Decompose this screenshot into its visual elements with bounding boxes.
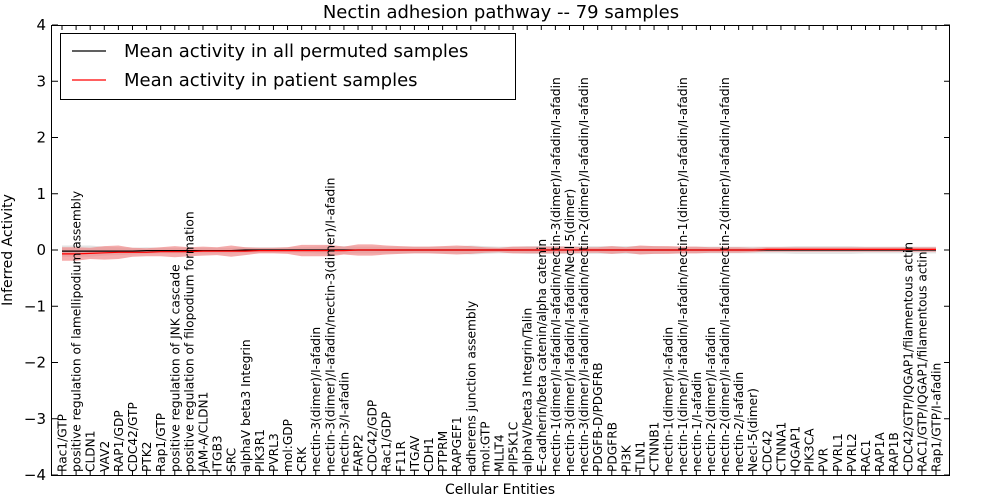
x-tick-label: PIP5K1C bbox=[507, 422, 521, 472]
x-tick-label: PDGFB-D/PDGFRB bbox=[591, 363, 605, 472]
x-tick-label: CDC42/GTP/IQGAP1/filamentous actin bbox=[901, 242, 915, 472]
x-tick-label: F11R bbox=[394, 440, 408, 472]
x-tick-label: JAM-A/CLDN1 bbox=[197, 392, 211, 473]
y-tick-label: −2 bbox=[24, 354, 46, 372]
x-tick-label: PVR bbox=[817, 447, 831, 472]
y-axis-label: Inferred Activity bbox=[0, 194, 16, 306]
x-axis-label: Cellular Entities bbox=[445, 482, 555, 498]
x-tick-label: Rap1/GTP/I-afadin bbox=[930, 363, 944, 472]
y-tick-label: 1 bbox=[36, 185, 46, 203]
y-tick-label: −3 bbox=[24, 410, 46, 428]
x-tick-label: mol:GDP bbox=[281, 419, 295, 472]
x-tick-label: TLN1 bbox=[634, 441, 648, 473]
x-tick-label: nectin-3(dimer)/I-afadin/nectin-3(dimer)… bbox=[323, 178, 337, 472]
legend: Mean activity in all permuted samples Me… bbox=[60, 33, 516, 100]
legend-box bbox=[60, 33, 516, 100]
x-tick-label: nectin-3(dimer)/I-afadin/I-afadin/nectin… bbox=[577, 77, 591, 472]
x-tick-label: adherens junction assembly bbox=[464, 301, 478, 472]
x-tick-label: nectin-2(dimer)/I-afadin bbox=[704, 327, 718, 472]
bands bbox=[62, 244, 936, 261]
x-tick-label: mol:GTP bbox=[478, 421, 492, 472]
x-tick-label: VAV2 bbox=[98, 441, 112, 472]
x-tick-label: MLLT4 bbox=[493, 434, 507, 472]
x-tick-label: PIK3R1 bbox=[253, 429, 267, 472]
x-tick-label: CDC42/GDP bbox=[366, 400, 380, 472]
x-tick-label: CDC42/GTP bbox=[126, 402, 140, 472]
x-tick-label: PVRL1 bbox=[831, 433, 845, 472]
chart-title: Nectin adhesion pathway -- 79 samples bbox=[323, 2, 679, 23]
band-patient bbox=[62, 244, 936, 261]
y-tick-label: 0 bbox=[36, 241, 46, 259]
x-tick-label: PTPRM bbox=[436, 431, 450, 472]
legend-label-permuted: Mean activity in all permuted samples bbox=[124, 41, 468, 62]
y-tick-label: 2 bbox=[36, 129, 46, 147]
x-tick-label: CRK bbox=[295, 446, 309, 472]
x-tick-label: CDH1 bbox=[422, 437, 436, 472]
y-axis: −4 −3 −2 −1 0 1 2 3 4 bbox=[24, 16, 950, 484]
x-tick-label: FARP2 bbox=[352, 434, 366, 472]
x-tick-label: alphaV/beta3 Integrin/Talin bbox=[521, 308, 535, 472]
x-tick-label: CTNNA1 bbox=[774, 422, 788, 472]
x-tick-label: Rac1/GTP bbox=[56, 414, 70, 472]
x-tick-label: PIK3CA bbox=[803, 428, 817, 472]
x-tick-label: ITGAV bbox=[408, 435, 422, 472]
x-tick-label: nectin-1(dimer)/I-afadin/I-afadin/nectin… bbox=[549, 77, 563, 472]
x-tick-label: RAPGEF1 bbox=[450, 416, 464, 472]
x-tick-label: RAP1/GDP bbox=[112, 410, 126, 472]
x-tick-label: SRC bbox=[225, 448, 239, 472]
x-tick-label: RAP1B bbox=[887, 432, 901, 472]
x-tick-label: nectin-3(dimer)/I-afadin/I-afadin/Necl-5… bbox=[563, 189, 577, 472]
x-tick-label: PTK2 bbox=[140, 441, 154, 472]
x-tick-label: PDGFRB bbox=[605, 422, 619, 472]
x-tick-label: RAC1 bbox=[859, 440, 873, 472]
x-tick-label: positive regulation of JNK cascade bbox=[168, 264, 182, 472]
y-tick-label: −4 bbox=[24, 466, 46, 484]
x-tick-label: E-cadherin/beta catenin/alpha catenin bbox=[535, 239, 549, 472]
x-tick-label: PVRL2 bbox=[845, 433, 859, 472]
x-tick-label: nectin-2(dimer)/I-afadin/I-afadin/nectin… bbox=[718, 77, 732, 472]
x-tick-label: PVRL3 bbox=[267, 433, 281, 472]
x-tick-label: ITGB3 bbox=[211, 435, 225, 472]
x-tick-label: PI3K bbox=[619, 444, 633, 472]
x-tick-label: alphaV beta3 Integrin bbox=[239, 339, 253, 472]
x-tick-label: RAC1/GTP/IQGAP1/filamentous actin bbox=[915, 252, 929, 472]
x-tick-label: Rac1/GDP bbox=[380, 412, 394, 472]
x-tick-label: IQGAP1 bbox=[789, 426, 803, 472]
x-tick-label: positive regulation of filopodium format… bbox=[182, 211, 196, 472]
x-tick-label: RAP1A bbox=[873, 432, 887, 472]
x-tick-label: nectin-1(dimer)/I-afadin/I-afadin/nectin… bbox=[676, 77, 690, 472]
series-line-patient bbox=[62, 248, 936, 255]
y-tick-label: 3 bbox=[36, 72, 46, 90]
x-tick-label: positive regulation of lamellipodium ass… bbox=[70, 191, 84, 472]
y-tick-label: 4 bbox=[36, 16, 46, 34]
x-tick-label: CDC42 bbox=[760, 430, 774, 472]
x-tick-label: nectin-1(dimer)/I-afadin bbox=[662, 327, 676, 472]
x-tick-label: nectin-3/I-afadin bbox=[337, 372, 351, 472]
x-tick-label: nectin-1/I-afadin bbox=[690, 372, 704, 472]
x-tick-label: CLDN1 bbox=[84, 430, 98, 472]
x-tick-label: nectin-2/I-afadin bbox=[732, 372, 746, 472]
x-tick-label: Necl-5(dimer) bbox=[746, 388, 760, 472]
series-lines bbox=[62, 248, 936, 255]
x-tick-label: Rap1/GTP bbox=[154, 413, 168, 472]
legend-label-patient: Mean activity in patient samples bbox=[124, 70, 418, 91]
x-tick-label: CTNNB1 bbox=[648, 422, 662, 472]
x-tick-label: nectin-3(dimer)/I-afadin bbox=[309, 327, 323, 472]
y-tick-label: −1 bbox=[24, 297, 46, 315]
